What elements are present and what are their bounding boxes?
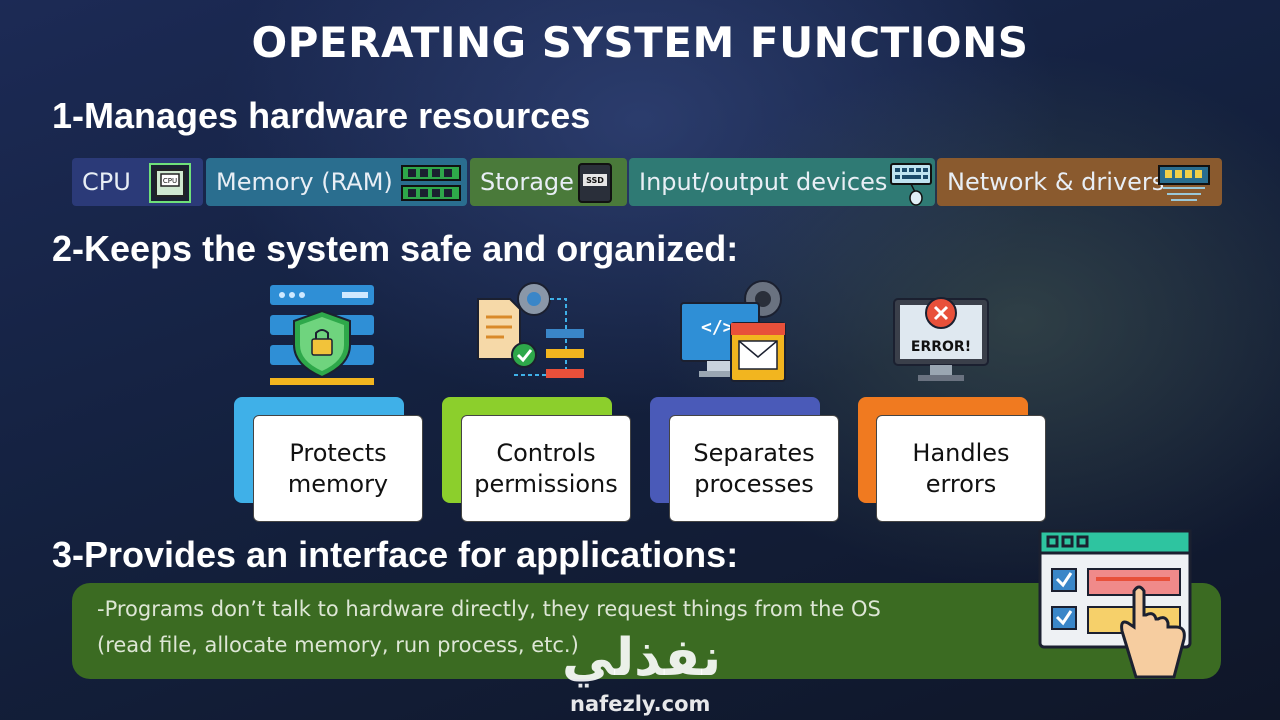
ram-module-icon [401,165,461,201]
svg-text:</>: </> [701,317,734,338]
section-heading-hardware: 1-Manages hardware resources [52,95,591,136]
card-protects-memory: Protects memory [253,415,423,522]
card-label-line2: permissions [474,469,618,498]
watermark-logo-arabic: نفذلي [562,628,722,688]
network-card-icon [1158,165,1210,201]
server-shield-lock-icon [270,285,374,385]
chip-label: Input/output devices [639,168,888,196]
interface-description-line2: (read file, allocate memory, run process… [97,633,579,657]
section-heading-interface: 3-Provides an interface for applications… [52,534,739,575]
ssd-icon-text: SSD [586,176,604,185]
card-label-line2: processes [694,469,814,498]
card-handles-errors: Handles errors [876,415,1046,522]
chip-cpu: CPU CPU [72,158,203,206]
interface-description-line1: -Programs don’t talk to hardware directl… [97,597,881,621]
ssd-icon: SSD [578,163,612,203]
chip-label: Memory (RAM) [216,168,393,196]
chip-label: CPU [82,168,131,196]
chip-label: Network & drivers [947,168,1165,196]
error-icon-text: ERROR! [911,339,971,355]
card-label-line1: Handles [912,438,1010,467]
page-title: OPERATING SYSTEM FUNCTIONS [251,18,1029,67]
document-gear-check-icon [477,282,584,378]
section-heading-safety: 2-Keeps the system safe and organized: [52,228,739,269]
monitor-error-icon: ERROR! [893,297,989,381]
keyboard-mouse-icon [890,163,932,206]
card-controls-permissions: Controls permissions [461,415,631,522]
chip-storage: Storage SSD [470,158,627,206]
card-label-line2: errors [925,469,997,498]
cpu-chip-icon: CPU [149,163,191,203]
chip-memory: Memory (RAM) [206,158,467,206]
chip-io-devices: Input/output devices [629,158,935,206]
watermark-logo-latin: nafezly.com [570,692,711,716]
app-window-hand-click-icon [1038,529,1192,679]
card-label-line1: Controls [496,438,596,467]
card-separates-processes: Separates processes [669,415,839,522]
interface-description-panel [72,583,1221,679]
computer-code-window-icon: </> [680,280,786,382]
chip-label: Storage [480,168,574,196]
chip-network: Network & drivers [937,158,1222,206]
card-label-line1: Separates [693,438,815,467]
cpu-icon-text: CPU [163,177,177,185]
card-label-line1: Protects [289,438,387,467]
card-label-line2: memory [287,469,389,498]
